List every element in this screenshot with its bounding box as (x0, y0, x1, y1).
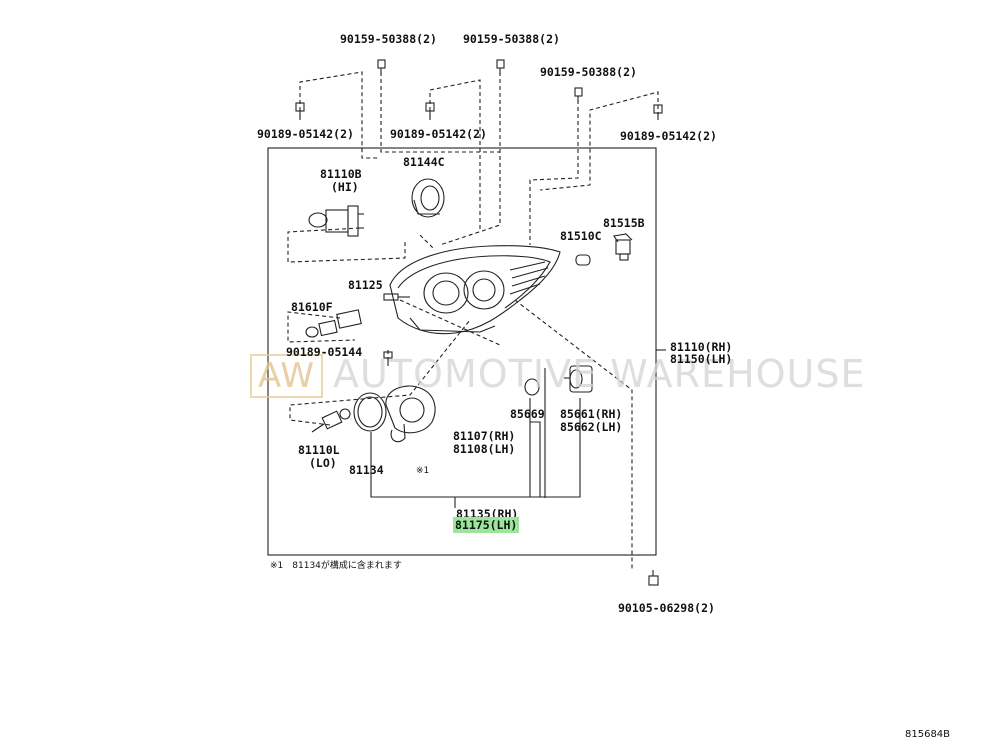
side-bulb-icon (305, 309, 362, 338)
part-label-90189-c[interactable]: 90189-05142(2) (620, 129, 717, 143)
headlamp-base (409, 317, 496, 333)
part-label-85661-rh[interactable]: 85661(RH) (560, 407, 623, 421)
leader-line (287, 311, 356, 343)
leader-line (514, 299, 633, 570)
part-label-81110l-lo: (LO) (309, 456, 337, 470)
gasket-ring-icon (353, 392, 387, 432)
watermark-text: AUTOMOTIVE WAREHOUSE (333, 352, 866, 396)
o-ring-icon (524, 378, 540, 396)
leader-line (529, 100, 579, 245)
footnote: ※1 81134が構成に含まれます (270, 561, 402, 571)
leader-line (419, 234, 436, 251)
part-label-81107-rh[interactable]: 81107(RH) (453, 429, 516, 443)
assembly-frame (267, 147, 657, 556)
bulb-hi-icon (308, 205, 364, 237)
diagram-id: 815684B (905, 729, 951, 740)
clip-icon (377, 59, 386, 74)
screw-icon (383, 351, 393, 366)
clip-icon (295, 102, 305, 120)
adjuster-screw-icon (383, 293, 410, 301)
leader-line (299, 71, 380, 159)
part-label-90105[interactable]: 90105-06298(2) (618, 601, 715, 615)
part-label-85662-lh[interactable]: 85662(LH) (560, 420, 623, 434)
part-label-90159-b[interactable]: 90159-50388(2) (463, 32, 560, 46)
leader-line (429, 79, 481, 230)
part-label-81144c[interactable]: 81144C (403, 155, 445, 169)
ballast-icon (564, 365, 593, 393)
gasket-ring-inner-icon (357, 396, 383, 428)
bracket-line (370, 398, 581, 498)
part-label-81110-rh[interactable]: 81110(RH) (670, 340, 733, 354)
leader-line (399, 299, 501, 346)
part-label-81610f[interactable]: 81610F (291, 300, 333, 314)
bulb-lo-icon (311, 408, 351, 433)
part-label-81515b[interactable]: 81515B (603, 216, 645, 230)
part-label-81110b[interactable]: 81110B (320, 167, 362, 181)
part-label-81110l[interactable]: 81110L (298, 443, 340, 457)
leader-line (380, 72, 500, 153)
headlamp-housing-inner (397, 255, 551, 309)
wedge-bulb-icon (575, 254, 591, 266)
part-label-81110b-hi: (HI) (331, 180, 359, 194)
footnote-mark: ※1 (416, 466, 430, 476)
headlamp-lens-right (463, 270, 505, 310)
leader-line (287, 227, 406, 263)
part-label-85669[interactable]: 85669 (510, 407, 545, 421)
socket-icon (613, 233, 633, 261)
part-label-90159-a[interactable]: 90159-50388(2) (340, 32, 437, 46)
part-label-81150-lh[interactable]: 81150(LH) (670, 352, 733, 366)
headlamp-lens-left (423, 272, 469, 314)
bracket-line (530, 421, 541, 497)
part-label-81108-lh[interactable]: 81108(LH) (453, 442, 516, 456)
part-label-90189-05144[interactable]: 90189-05144 (286, 345, 363, 359)
headlamp-housing (389, 245, 561, 335)
part-label-90189-a[interactable]: 90189-05142(2) (257, 127, 354, 141)
part-label-81510c[interactable]: 81510C (560, 229, 602, 243)
clip-icon (653, 104, 663, 120)
watermark-logo: AW (250, 354, 324, 398)
clip-icon (496, 59, 505, 74)
bulb-cover-icon (385, 385, 436, 443)
part-label-81134[interactable]: 81134 (349, 463, 384, 477)
leader-line (539, 91, 659, 191)
leader-line (439, 72, 501, 246)
cap-icon (411, 178, 445, 218)
clip-icon (425, 102, 435, 120)
clip-icon (574, 87, 583, 102)
headlamp-lens-right-inner (472, 278, 496, 302)
highlight-marker: 81175(LH) (453, 517, 520, 533)
headlamp-lens-left-inner (432, 280, 460, 306)
part-label-90159-c[interactable]: 90159-50388(2) (540, 65, 637, 79)
part-label-90189-b[interactable]: 90189-05142(2) (390, 127, 487, 141)
part-label-81175-lh-highlighted[interactable]: 81175(LH) (453, 517, 520, 533)
part-label-81125[interactable]: 81125 (348, 278, 383, 292)
headlamp-fins (509, 261, 549, 295)
bolt-icon (648, 570, 659, 586)
